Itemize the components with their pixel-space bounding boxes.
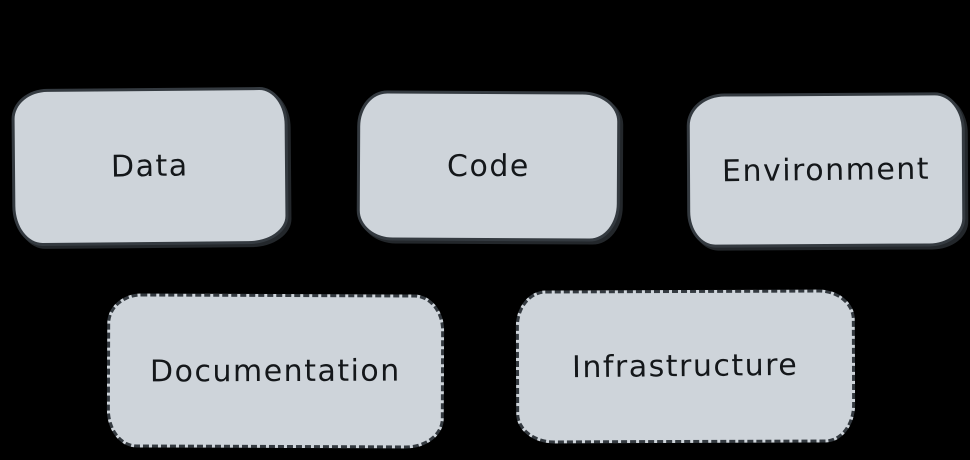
node-code-label: Code (447, 148, 530, 184)
node-environment: Environment (686, 92, 966, 248)
node-infrastructure: Infrastructure (515, 289, 856, 444)
node-data: Data (11, 86, 289, 247)
node-code: Code (356, 90, 621, 242)
node-documentation-label: Documentation (150, 353, 401, 389)
node-data-label: Data (110, 148, 190, 185)
node-infrastructure-label: Infrastructure (572, 347, 799, 386)
node-documentation: Documentation (106, 293, 445, 449)
node-environment-label: Environment (721, 151, 931, 189)
